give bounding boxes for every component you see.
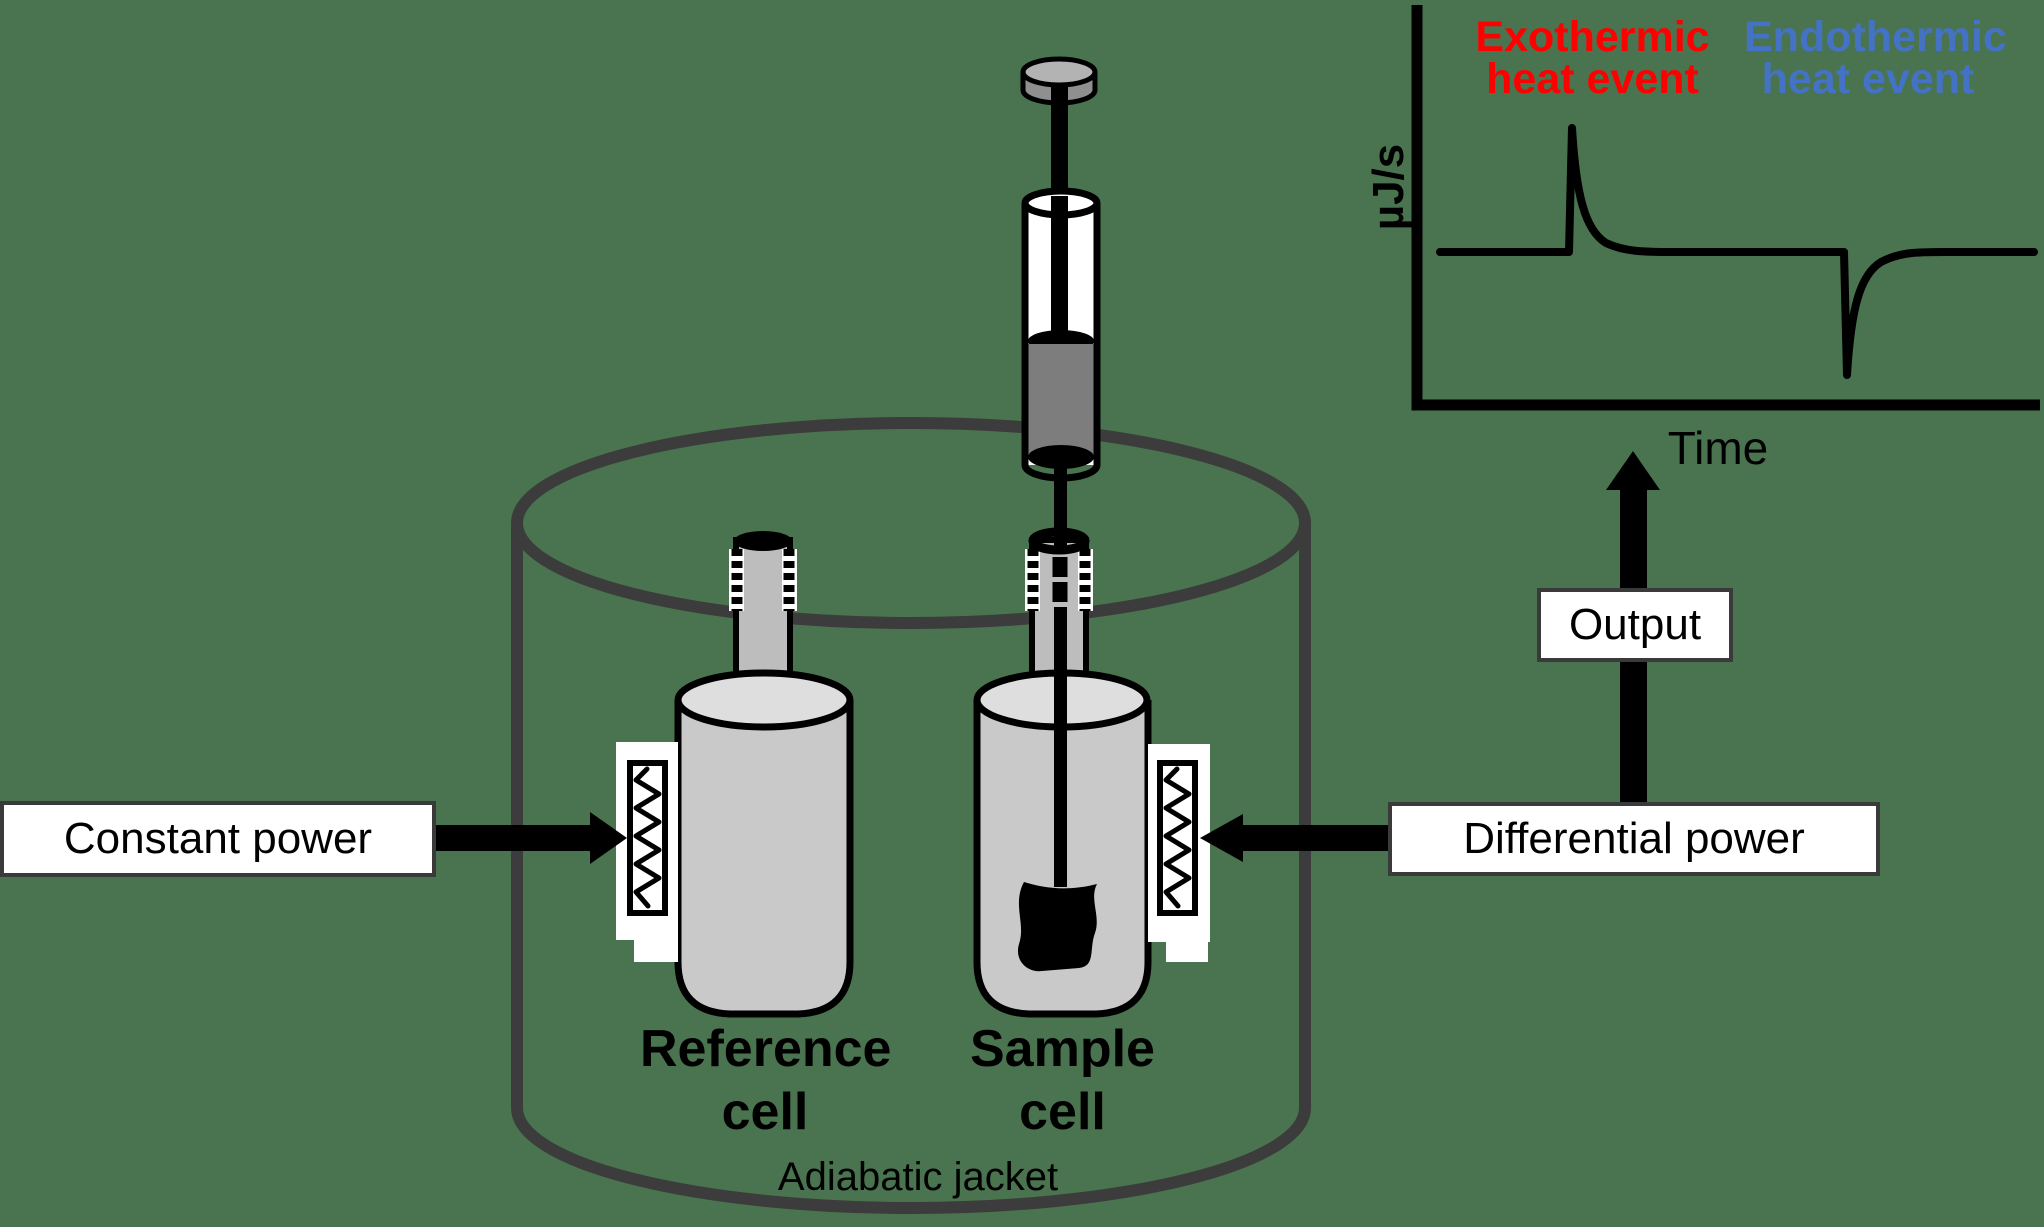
constant-power-box-label: Constant power (63, 814, 373, 863)
chart-axes (1411, 5, 2040, 411)
sample-cell-line2: cell (1019, 1083, 1106, 1141)
syringe-liquid (1028, 344, 1094, 464)
reference-neck-cap (734, 531, 792, 551)
reference-cell-label: Reference cell (640, 1018, 892, 1144)
sample-cell-label: Sample cell (940, 1018, 1185, 1144)
output-box-label: Output (1568, 600, 1702, 649)
plunger-rod-inner (1051, 196, 1068, 340)
constant-power-box: Constant power (0, 801, 436, 877)
titration-syringe (1020, 56, 1101, 553)
endothermic-heat-event-label: Endothermic heat event (1744, 13, 2007, 103)
inset-chart (1411, 5, 2040, 411)
plunger-handle-top (1020, 56, 1098, 88)
differential-power-box: Differential power (1388, 802, 1880, 876)
adiabatic-jacket-outline (511, 417, 1311, 1214)
stirring-needle (1017, 557, 1097, 972)
output-box: Output (1537, 588, 1733, 662)
exothermic-line1: Exothermic (1475, 13, 1710, 61)
reference-heater (616, 742, 678, 962)
heater-coil (1163, 766, 1192, 909)
exothermic-line2: heat event (1486, 55, 1699, 103)
differential-power-box-label: Differential power (1463, 814, 1805, 863)
sample-heater (1148, 744, 1210, 962)
reference-cell-line2: cell (721, 1083, 809, 1141)
stirrer-paddle (1017, 882, 1097, 972)
adiabatic-jacket-label: Adiabatic jacket (777, 1155, 1059, 1199)
needle-upper (1054, 458, 1067, 553)
reference-cell-line1: Reference (640, 1020, 892, 1078)
barrel-bottom (1028, 445, 1094, 469)
reference-cell (674, 669, 854, 1018)
differential-power-arrow (1200, 814, 1389, 862)
exothermic-heat-event-label: Exothermic heat event (1470, 13, 1715, 103)
heater-coil (633, 766, 662, 909)
x-axis-label: Time (1667, 422, 1769, 474)
plunger-rod (1051, 85, 1068, 205)
chart-curve (1436, 124, 2038, 379)
sample-cell-line1: Sample (970, 1020, 1155, 1078)
y-axis-label: µJ/s (1364, 143, 1413, 231)
endothermic-line1: Endothermic (1744, 13, 2007, 61)
constant-power-arrow (434, 812, 627, 864)
endothermic-line2: heat event (1761, 55, 1975, 103)
